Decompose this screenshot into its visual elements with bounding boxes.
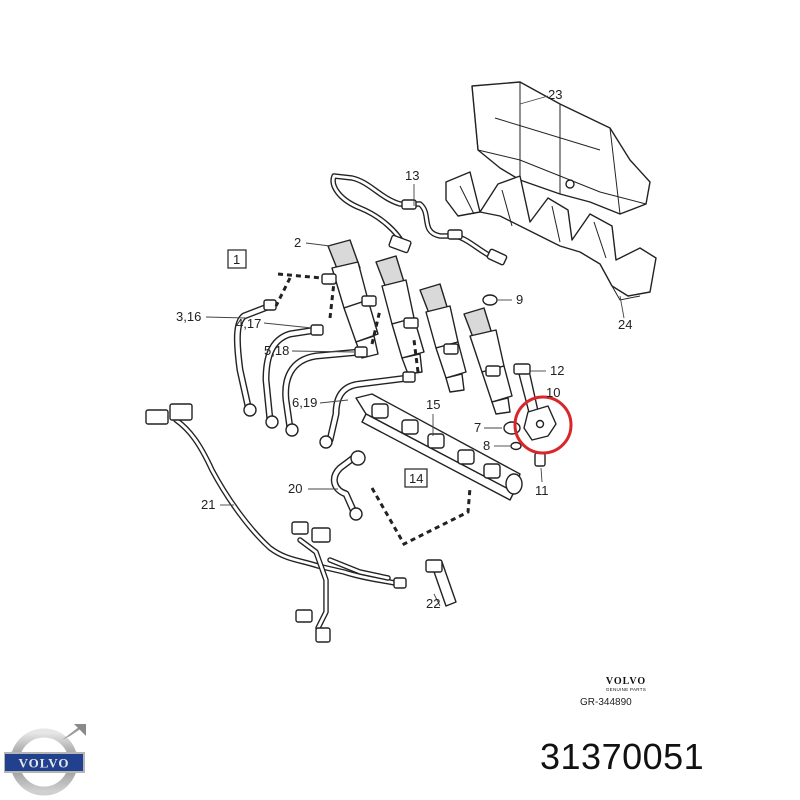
callout-11: 11 bbox=[535, 483, 549, 498]
leader-lines bbox=[205, 95, 625, 607]
logo-wordmark: VOLVO bbox=[19, 756, 70, 771]
callout-10: 10 bbox=[546, 385, 560, 400]
callout-4-17: 4,17 bbox=[236, 316, 261, 331]
callout-24: 24 bbox=[618, 317, 632, 332]
fuel-rail-15 bbox=[355, 393, 523, 501]
engine-cover-23 bbox=[471, 81, 651, 215]
callout-box-14 bbox=[404, 468, 428, 488]
brand-subtitle: GENUINE PARTS bbox=[605, 687, 647, 692]
diagram-reference: GR-344890 bbox=[580, 697, 632, 708]
callout-3-16: 3,16 bbox=[176, 309, 201, 324]
genuine-parts-brand: VOLVO GENUINE PARTS bbox=[586, 676, 666, 693]
callout-8: 8 bbox=[483, 438, 490, 453]
brand-wordmark: VOLVO bbox=[605, 676, 647, 687]
washer-8 bbox=[510, 441, 522, 451]
callout-13: 13 bbox=[405, 168, 419, 183]
clamp-bracket-10 bbox=[523, 405, 557, 441]
highlight-circle bbox=[513, 395, 573, 455]
part-number: 31370051 bbox=[540, 736, 705, 777]
callout-21: 21 bbox=[201, 497, 215, 512]
injectors-2 bbox=[321, 239, 513, 415]
injector-pipes bbox=[233, 299, 416, 449]
manifold-gasket-24 bbox=[445, 171, 657, 301]
volvo-logo-icon: VOLVO bbox=[4, 724, 86, 796]
nut-11 bbox=[534, 452, 546, 467]
wiring-harness-21 bbox=[145, 403, 407, 643]
o-ring-9 bbox=[482, 294, 498, 306]
callout-7: 7 bbox=[474, 420, 481, 435]
callout-14: 14 bbox=[409, 471, 423, 486]
washer-7 bbox=[503, 421, 521, 435]
callout-15: 15 bbox=[426, 397, 440, 412]
callout-9: 9 bbox=[516, 292, 523, 307]
callout-23: 23 bbox=[548, 87, 562, 102]
callout-5-18: 5,18 bbox=[264, 343, 289, 358]
callout-22: 22 bbox=[426, 596, 440, 611]
callout-6-19: 6,19 bbox=[292, 395, 317, 410]
feed-pipe-20 bbox=[330, 450, 366, 521]
callout-labels: 23 13 1 2 9 24 3,16 4,17 5,18 12 10 6,19… bbox=[176, 87, 632, 611]
callout-12: 12 bbox=[550, 363, 564, 378]
wiring-harness-13 bbox=[330, 173, 508, 266]
callout-20: 20 bbox=[288, 481, 302, 496]
callout-2: 2 bbox=[294, 235, 301, 250]
callout-1: 1 bbox=[233, 252, 240, 267]
callout-box-1 bbox=[227, 249, 247, 269]
assembly-guide-lines bbox=[274, 272, 472, 546]
